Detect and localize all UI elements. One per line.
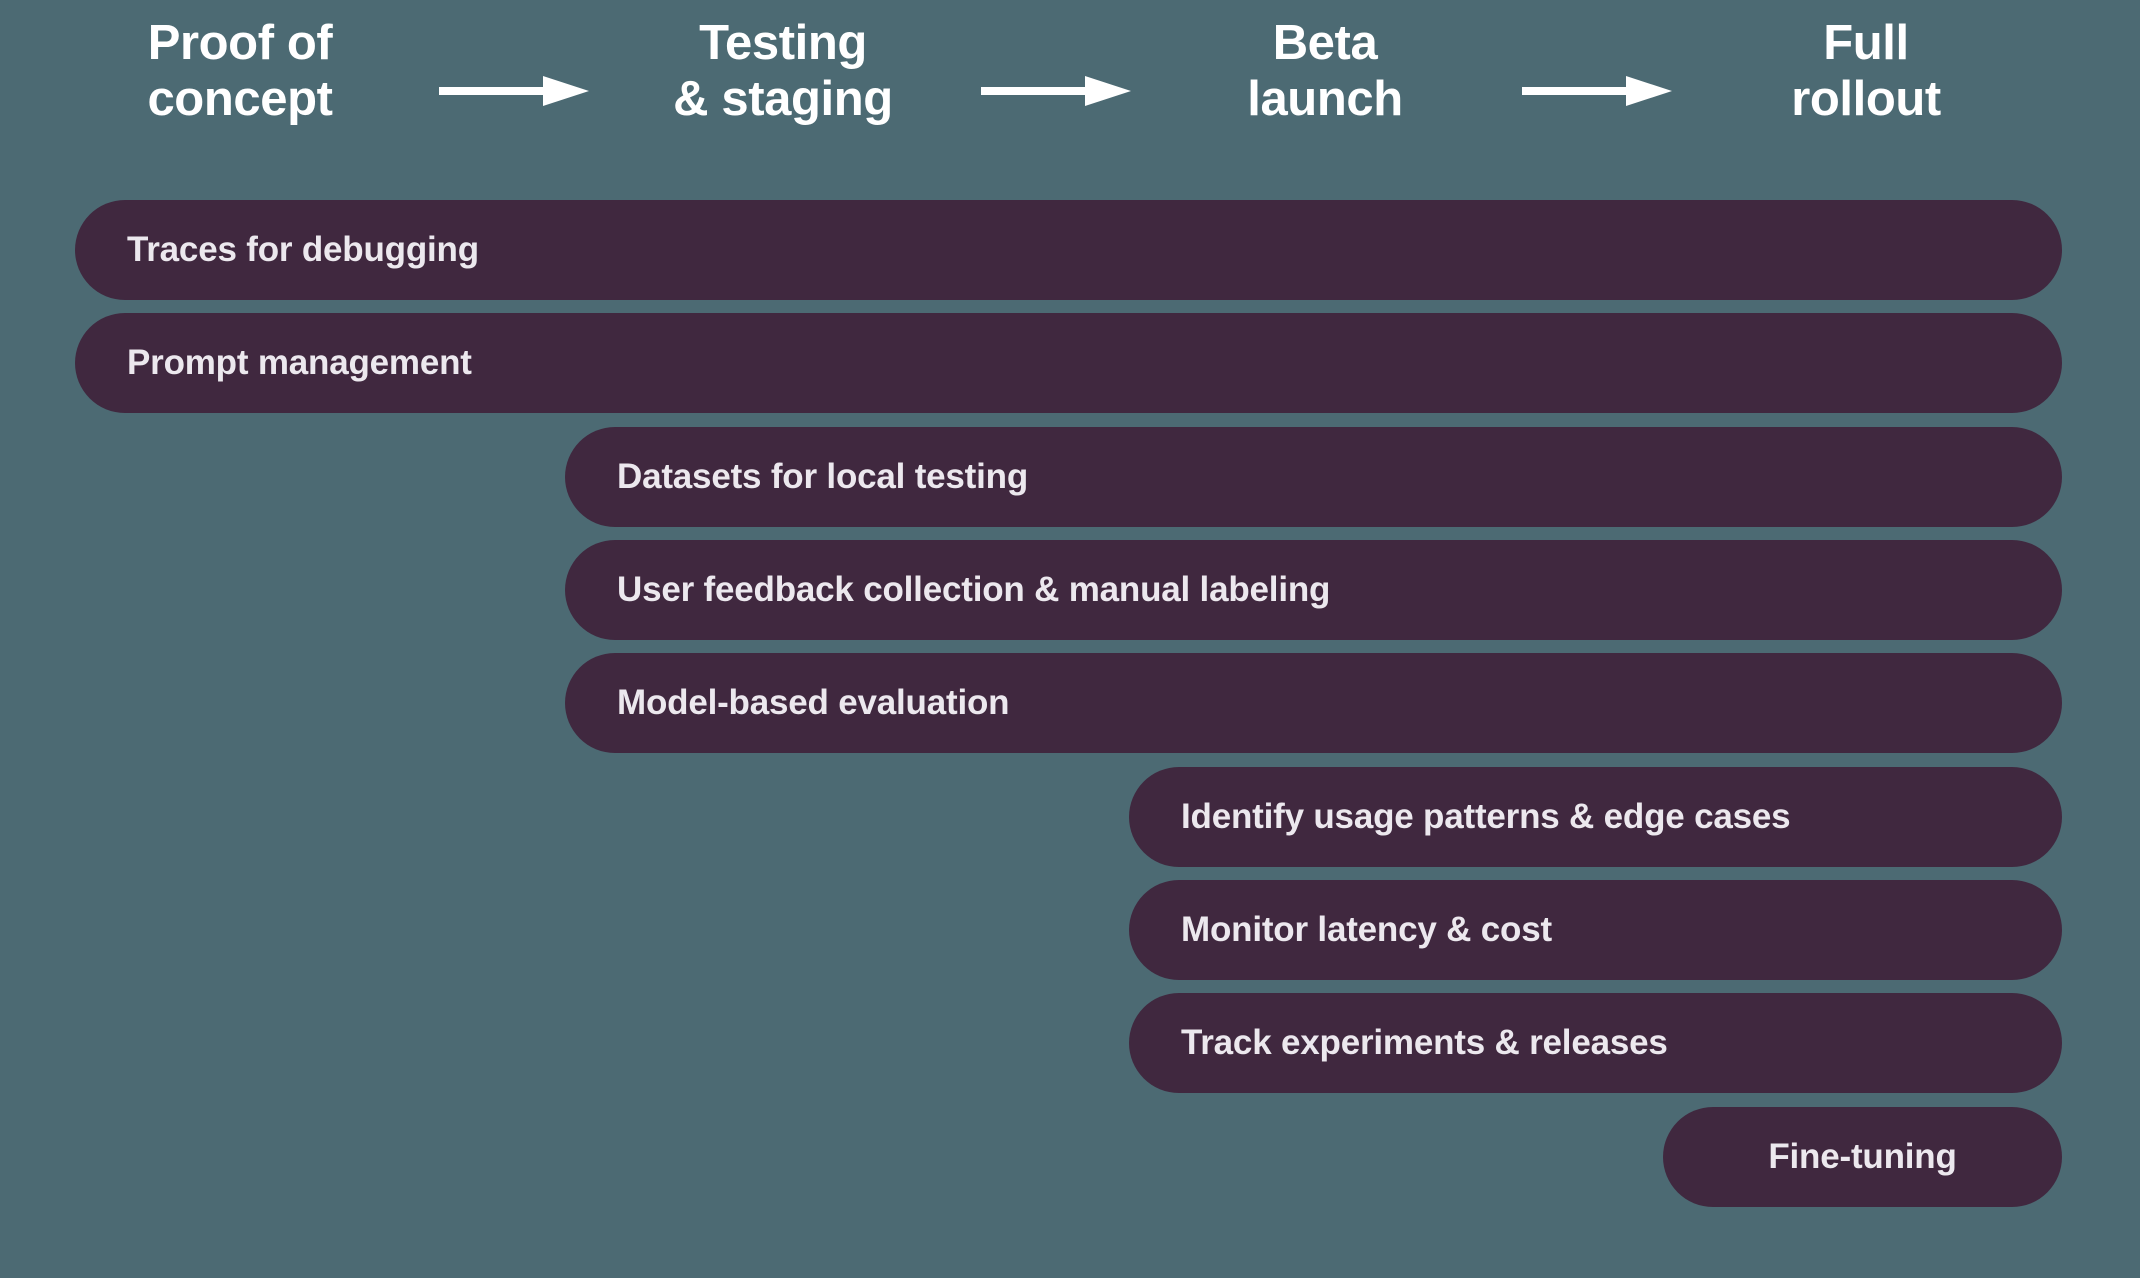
capability-bar-label: Datasets for local testing: [617, 457, 1029, 496]
capability-bar-fine-tuning[interactable]: Fine-tuning: [1663, 1107, 2062, 1207]
arrow-right-icon: [439, 74, 589, 108]
capability-bar-label: User feedback collection & manual labeli…: [617, 570, 1331, 609]
capability-bar-monitor-latency-and-cost[interactable]: Monitor latency & cost: [1129, 880, 2062, 980]
phase-label-testing-and-staging: Testing & staging: [673, 16, 893, 126]
phase-label-full-rollout: Full rollout: [1791, 16, 1941, 126]
capability-bar-label: Monitor latency & cost: [1181, 910, 1552, 949]
phase-header-row: Proof of concept Testing & staging Beta …: [0, 0, 2140, 180]
arrow-right-icon: [981, 74, 1131, 108]
phase-label-proof-of-concept: Proof of concept: [147, 16, 333, 126]
capability-bar-datasets-for-local-testing[interactable]: Datasets for local testing: [565, 427, 2062, 527]
phase-label-beta-launch: Beta launch: [1247, 16, 1403, 126]
capability-bar-user-feedback-collection[interactable]: User feedback collection & manual labeli…: [565, 540, 2062, 640]
capability-bar-prompt-management[interactable]: Prompt management: [75, 313, 2062, 413]
capability-bar-identify-usage-patterns[interactable]: Identify usage patterns & edge cases: [1129, 767, 2062, 867]
capability-bar-label: Identify usage patterns & edge cases: [1181, 797, 1791, 836]
arrow-right-icon: [1522, 74, 1672, 108]
capability-bar-label: Prompt management: [127, 343, 472, 382]
capability-bar-track-experiments-and-releases[interactable]: Track experiments & releases: [1129, 993, 2062, 1093]
capability-bar-model-based-evaluation[interactable]: Model-based evaluation: [565, 653, 2062, 753]
capability-bar-label: Traces for debugging: [127, 230, 479, 269]
capability-bar-label: Model-based evaluation: [617, 683, 1010, 722]
capability-bar-traces-for-debugging[interactable]: Traces for debugging: [75, 200, 2062, 300]
capability-bar-label: Track experiments & releases: [1181, 1023, 1668, 1062]
capability-bar-label: Fine-tuning: [1768, 1137, 1957, 1176]
